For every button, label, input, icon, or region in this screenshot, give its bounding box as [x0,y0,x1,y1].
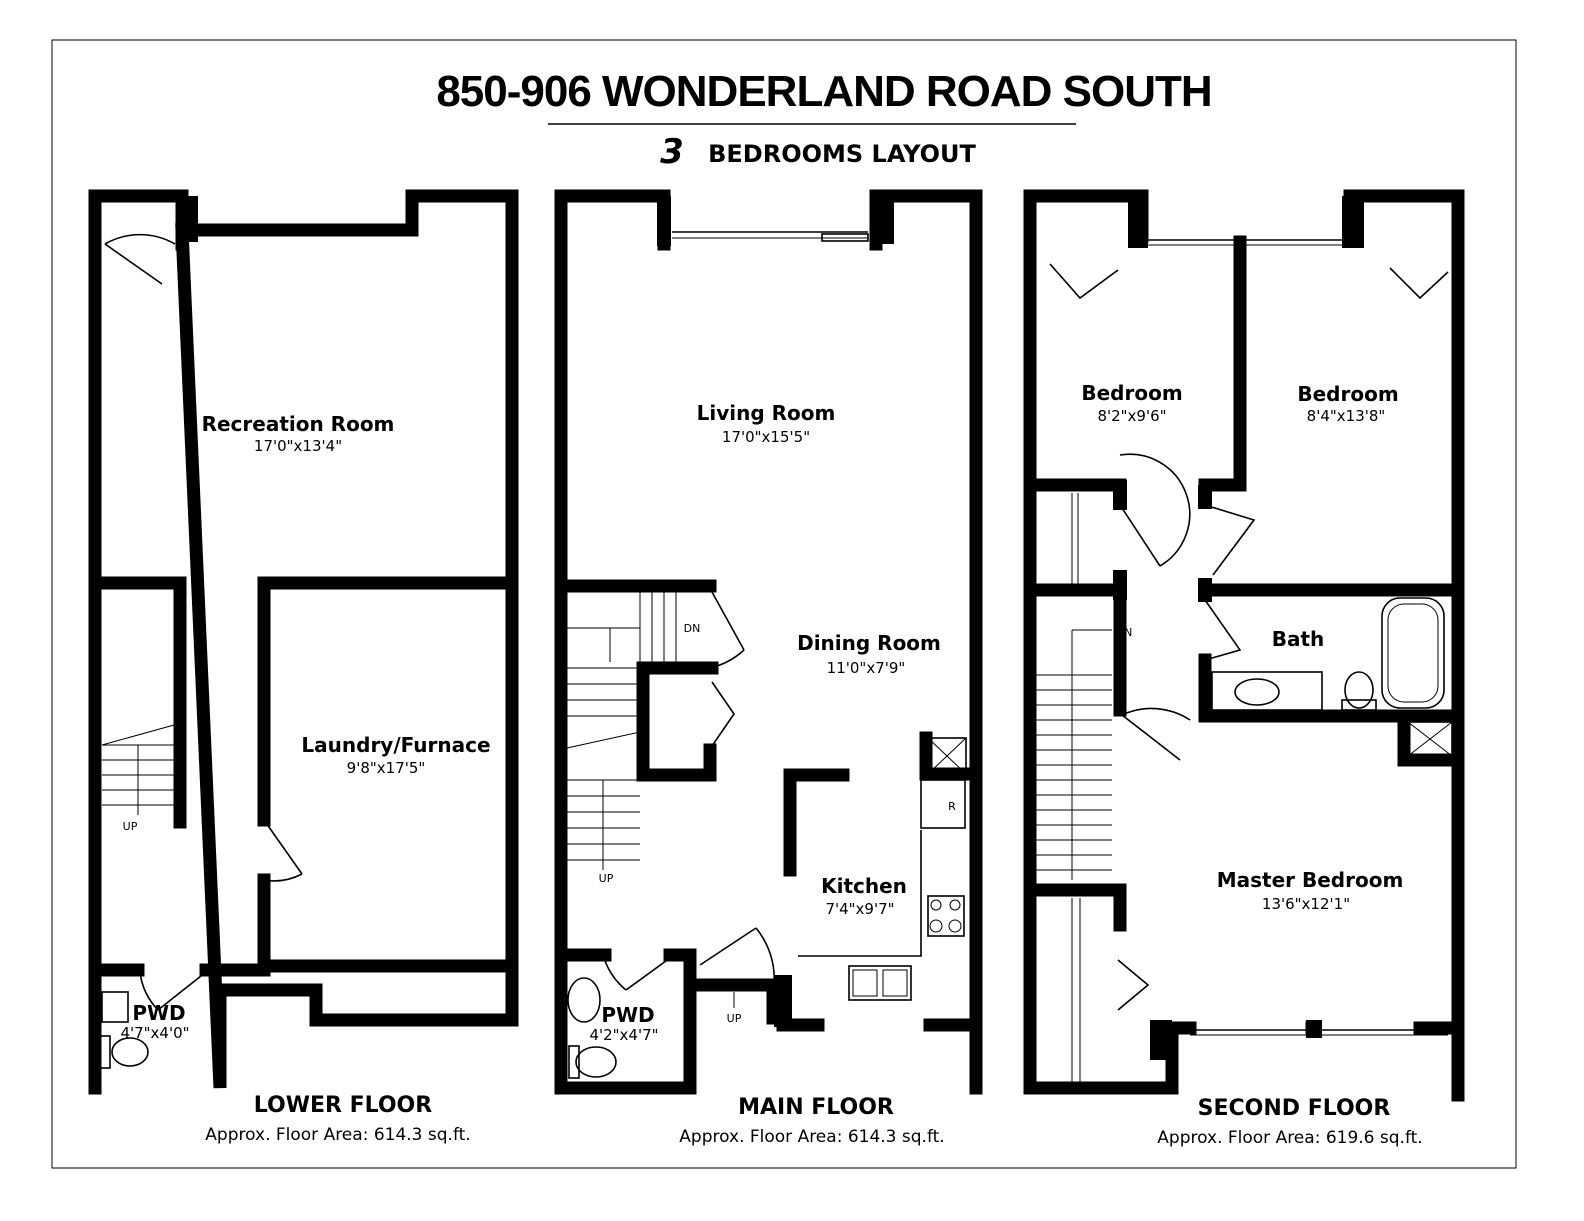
master-bedroom-door [1121,707,1191,761]
laundry-dims: 9'8"x17'5" [347,759,426,777]
page-border [51,39,1517,1169]
lower-sink-icon [101,991,129,1023]
second-stair-label: DN [1116,626,1133,639]
kitchen-sink-icon [848,965,912,1001]
lower-outer-wall [88,189,519,1095]
master-closet-door [1117,959,1150,1011]
bedroom-closet-door-1 [1049,263,1119,300]
bedroom-1-door [1119,453,1191,567]
living-room-label: Living Room [697,401,836,425]
lower-stairs [101,724,175,815]
laundry-label: Laundry/Furnace [301,733,490,757]
kitchen-label: Kitchen [821,874,907,898]
main-floor-plan: DN UP R UP Living Room 17'0"x15'5" Dinin… [554,189,983,1147]
lower-stair-wall [88,576,187,829]
lower-entry-door [104,233,176,285]
bath-door [1204,599,1242,661]
subtitle: BEDROOMS LAYOUT [708,140,976,168]
lower-stair-label: UP [123,820,138,833]
second-right-wall [1343,189,1465,1102]
lower-floor-name: LOWER FLOOR [254,1093,432,1118]
lower-pwd-dims: 4'7"x4'0" [120,1024,189,1042]
second-stairs [1036,493,1112,1082]
bathtub-icon [1381,597,1445,709]
main-stair-up-label: UP [599,872,614,885]
lower-floor-plan: UP Recreation Room 17'0"x13'4" Laundry/F… [88,189,519,1145]
second-floor-plan: DN Bedroom 8'2"x9'6" Bedroom 8'4"x13'8" … [1023,189,1465,1148]
lower-pwd-door [139,971,207,1011]
bath-toilet-icon [1344,671,1374,709]
main-pwd-label: PWD [601,1003,654,1027]
lower-wall-notch [176,196,198,242]
bedroom-2-label: Bedroom [1297,382,1398,406]
bedroom-1-dims: 8'2"x9'6" [1097,407,1166,425]
main-stair-dn-label: DN [684,622,701,635]
fridge-label: R [948,800,956,813]
page-title: 850-906 WONDERLAND ROAD SOUTH [436,67,1211,116]
recreation-room-dims: 17'0"x13'4" [254,437,342,455]
vanity-icon [1211,671,1323,711]
main-closet-door [709,591,745,669]
kitchen-counter [798,830,922,957]
laundry-door [263,819,303,882]
main-entry-up-label: UP [727,1012,742,1025]
lower-pwd-label: PWD [132,1001,185,1025]
second-floor-area: Approx. Floor Area: 619.6 sq.ft. [1157,1128,1422,1148]
second-floor-name: SECOND FLOOR [1198,1096,1391,1121]
master-bedroom-label: Master Bedroom [1217,868,1404,892]
main-closet-door-2 [711,681,735,747]
bedroom-2-door [1204,504,1256,576]
bath-sink-icon [1234,678,1280,706]
bedroom-closet-door-2 [1389,267,1449,300]
dining-room-dims: 11'0"x7'9" [827,659,906,677]
main-floor-area: Approx. Floor Area: 614.3 sq.ft. [679,1127,944,1147]
main-toilet-icon [575,1046,617,1078]
bedroom-2-dims: 8'4"x13'8" [1307,407,1386,425]
kitchen-partition [783,768,850,877]
bath-label: Bath [1272,627,1325,651]
fridge-icon [920,779,966,829]
lower-toilet-icon [111,1037,149,1067]
main-sink-icon [567,977,601,1023]
main-stair-walls [554,579,719,782]
bath-bottom-wall [1198,653,1465,723]
kitchen-dims: 7'4"x9'7" [825,900,894,918]
lower-floor-area: Approx. Floor Area: 614.3 sq.ft. [205,1125,470,1145]
main-floor-name: MAIN FLOOR [738,1095,894,1120]
main-stairs [566,592,677,870]
stove-icon [927,895,965,937]
living-room-dims: 17'0"x15'5" [722,428,810,446]
bedroom-1-label: Bedroom [1081,381,1182,405]
second-bottom-wall [1023,1021,1465,1095]
main-pwd-door [603,957,671,991]
subtitle-number: 3 [660,132,684,172]
recreation-room-label: Recreation Room [202,412,395,436]
main-entry-door [699,927,776,986]
master-bedroom-dims: 13'6"x12'1" [1262,895,1350,913]
bedroom-wall [1023,235,1247,492]
main-pwd-dims: 4'2"x4'7" [589,1026,658,1044]
dining-room-label: Dining Room [797,631,941,655]
